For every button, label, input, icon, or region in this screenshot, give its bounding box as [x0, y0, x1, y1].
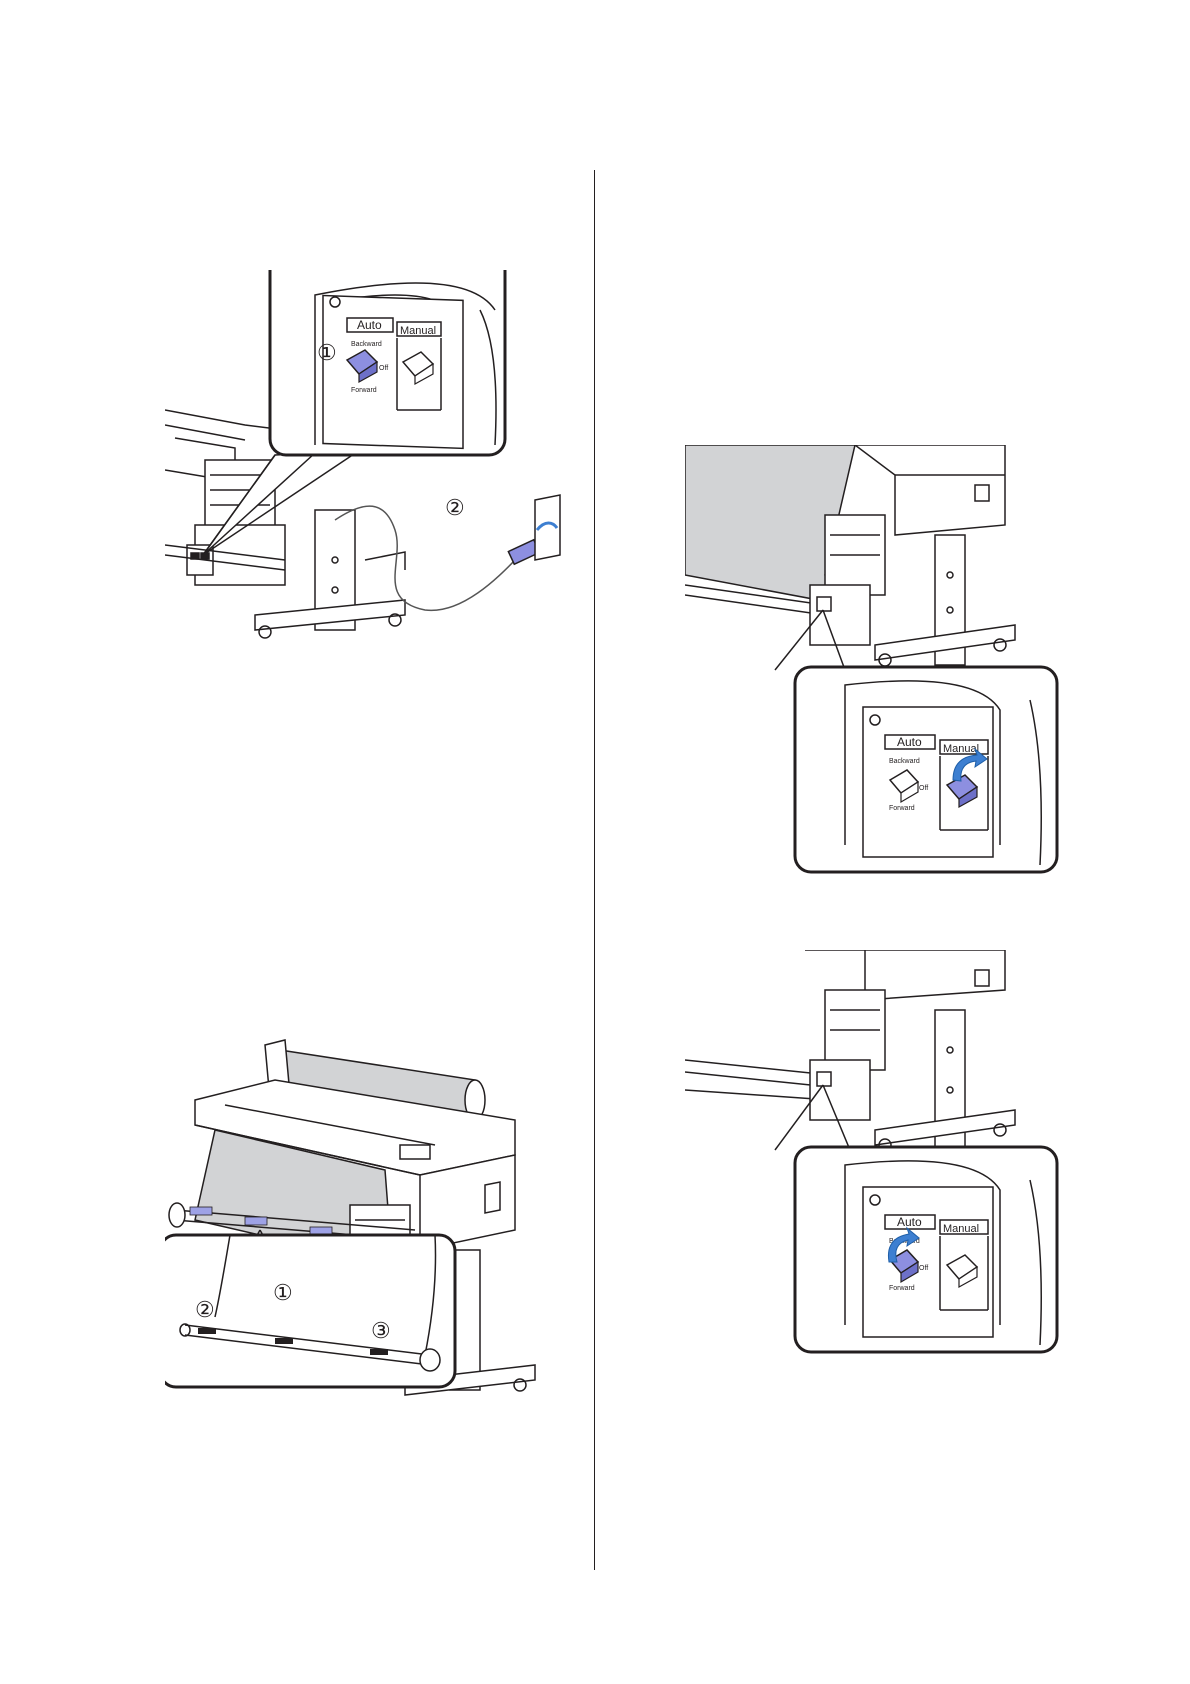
off-label-4: Off: [919, 1265, 928, 1272]
auto-label-4: Auto: [897, 1215, 922, 1229]
auto-label-3: Auto: [897, 735, 922, 749]
callout-2-tape: ②: [195, 1297, 215, 1322]
figure-paper-taping: ② ① ③: [165, 1035, 565, 1495]
column-divider: [594, 170, 595, 1570]
manual-label-4: Manual: [943, 1223, 979, 1235]
off-label: Off: [379, 365, 388, 372]
forward-label-3: Forward: [889, 805, 915, 812]
callout-1-tape: ①: [273, 1280, 293, 1305]
manual-label-3: Manual: [943, 743, 979, 755]
figure-auto-switch: Auto Manual Backward Forward Off: [685, 950, 1065, 1390]
off-label-3: Off: [919, 785, 928, 792]
callout-3-tape: ③: [371, 1318, 391, 1343]
callout-1: ①: [317, 340, 337, 365]
backward-label-3: Backward: [889, 758, 920, 765]
forward-label: Forward: [351, 387, 377, 394]
figure-manual-switch: Auto Manual Backward Forward Off: [685, 445, 1065, 885]
callout-2: ②: [445, 495, 465, 520]
backward-label: Backward: [351, 341, 382, 348]
figure-power-connection: Auto Manual Backward Forward Off ① ②: [165, 270, 565, 640]
auto-label: Auto: [357, 318, 382, 332]
forward-label-4: Forward: [889, 1285, 915, 1292]
manual-label: Manual: [400, 325, 436, 337]
